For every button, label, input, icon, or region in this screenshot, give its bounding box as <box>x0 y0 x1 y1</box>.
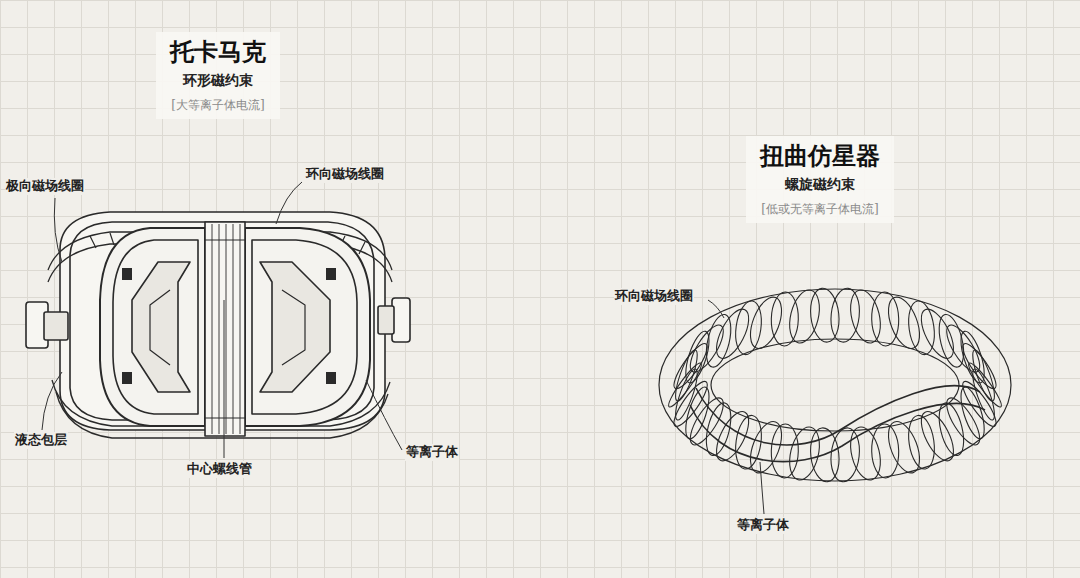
coil-loop <box>935 312 969 370</box>
stellarator-sketch <box>659 287 1011 483</box>
coil-loop <box>935 400 969 458</box>
coil-loop <box>771 424 799 479</box>
coil-loop <box>846 287 886 346</box>
coil-loop <box>958 378 1001 431</box>
coil-loop <box>744 417 788 477</box>
coil-loop <box>808 287 842 344</box>
coil-loop <box>905 414 937 471</box>
part-label: 环向磁场线圈 <box>614 288 694 305</box>
part-label: 极向磁场线圈 <box>5 178 85 195</box>
subheading: 螺旋磁约束 <box>760 173 880 195</box>
coil-loop <box>871 424 899 479</box>
coil-loop <box>871 292 899 347</box>
coil-loop <box>710 407 755 466</box>
coil-loop <box>956 385 989 442</box>
coil-loop <box>828 287 862 344</box>
subheading: 环形磁约束 <box>170 69 266 91</box>
note: [低或无等离子体电流] <box>760 200 880 219</box>
coil-loop <box>702 312 736 370</box>
part-label: 环向磁场线圈 <box>305 166 385 183</box>
coil-loop <box>744 293 788 353</box>
coil-loops <box>665 287 1005 483</box>
coil-loop <box>808 426 842 483</box>
coil-loop <box>882 293 926 353</box>
coil-loop <box>969 348 999 403</box>
heading: 托卡马克 <box>170 36 266 67</box>
note: [大等离子体电流] <box>170 96 266 115</box>
coil-loop <box>771 292 799 347</box>
part-label: 液态包层 <box>14 432 68 449</box>
tokamak-sketch <box>26 212 410 438</box>
leader-lines <box>42 182 764 514</box>
part-label: 中心螺线管 <box>186 461 253 478</box>
coil-loop <box>828 426 862 483</box>
coil-loop <box>882 417 926 477</box>
part-label: 等离子体 <box>736 517 790 534</box>
coil-loop <box>681 385 714 442</box>
coil-loop <box>915 304 960 363</box>
coil-loop <box>732 299 764 356</box>
coil-loop <box>785 424 825 483</box>
coil-loop <box>846 424 886 483</box>
heading-block: 托卡马克环形磁约束 [大等离子体电流] <box>156 32 280 119</box>
coil-loop <box>684 393 729 449</box>
coil-loop <box>958 340 1001 393</box>
heading-block: 扭曲仿星器螺旋磁约束 [低或无等离子体电流] <box>746 136 894 223</box>
heading: 扭曲仿星器 <box>760 140 880 171</box>
part-label: 等离子体 <box>405 444 459 461</box>
